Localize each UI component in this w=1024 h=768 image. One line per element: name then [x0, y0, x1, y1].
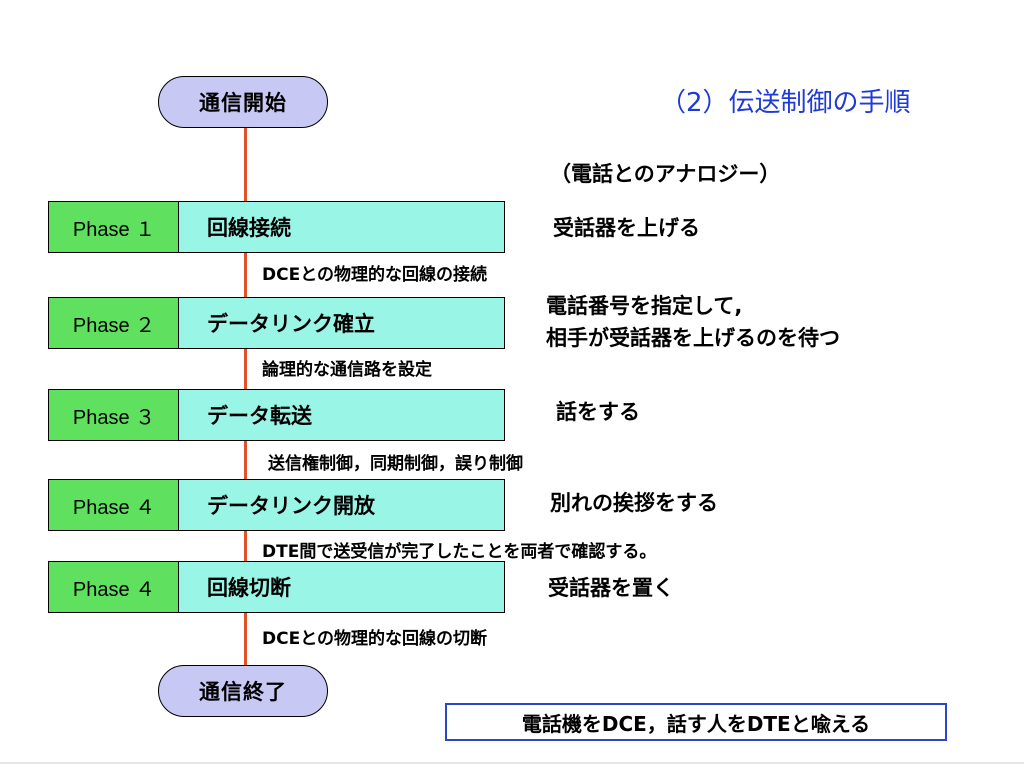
- phase-1-detail: DCEとの物理的な回線の接続: [262, 265, 488, 285]
- phase-1-box: 回線接続: [178, 201, 505, 253]
- phase-2-detail: 論理的な通信路を設定: [262, 360, 432, 380]
- analogy-header: （電話とのアナロジー）: [550, 162, 781, 186]
- phase-3-label: Phase ３: [48, 389, 180, 441]
- phase-2-analogy: 電話番号を指定して, 相手が受話器を上げるのを待つ: [546, 294, 840, 350]
- analogy-note: 電話機をDCE，話す人をDTEと喩える: [445, 703, 947, 741]
- phase-1-analogy: 受話器を上げる: [553, 216, 700, 240]
- phase-2-label: Phase ２: [48, 297, 180, 349]
- phase-5-analogy: 受話器を置く: [548, 576, 674, 600]
- phase-5-label: Phase ４: [48, 561, 180, 613]
- phase-3-box: データ転送: [178, 389, 505, 441]
- phase-4-label: Phase ４: [48, 479, 180, 531]
- phase-4-box: データリンク開放: [178, 479, 505, 531]
- footer-divider: [0, 762, 1024, 764]
- phase-5-box: 回線切断: [178, 561, 505, 613]
- start-terminal: 通信開始: [158, 76, 328, 128]
- end-terminal: 通信終了: [158, 665, 328, 717]
- phase-1-label: Phase １: [48, 201, 180, 253]
- phase-3-analogy: 話をする: [556, 400, 640, 424]
- phase-2-box: データリンク確立: [178, 297, 505, 349]
- phase-5-detail: DCEとの物理的な回線の切断: [262, 629, 488, 649]
- phase-3-detail: 送信権制御，同期制御，誤り制御: [268, 454, 523, 474]
- phase-4-detail: DTE間で送受信が完了したことを両者で確認する。: [262, 542, 657, 562]
- phase-4-analogy: 別れの挨拶をする: [550, 491, 718, 515]
- page-title: （2）伝送制御の手順: [660, 88, 911, 118]
